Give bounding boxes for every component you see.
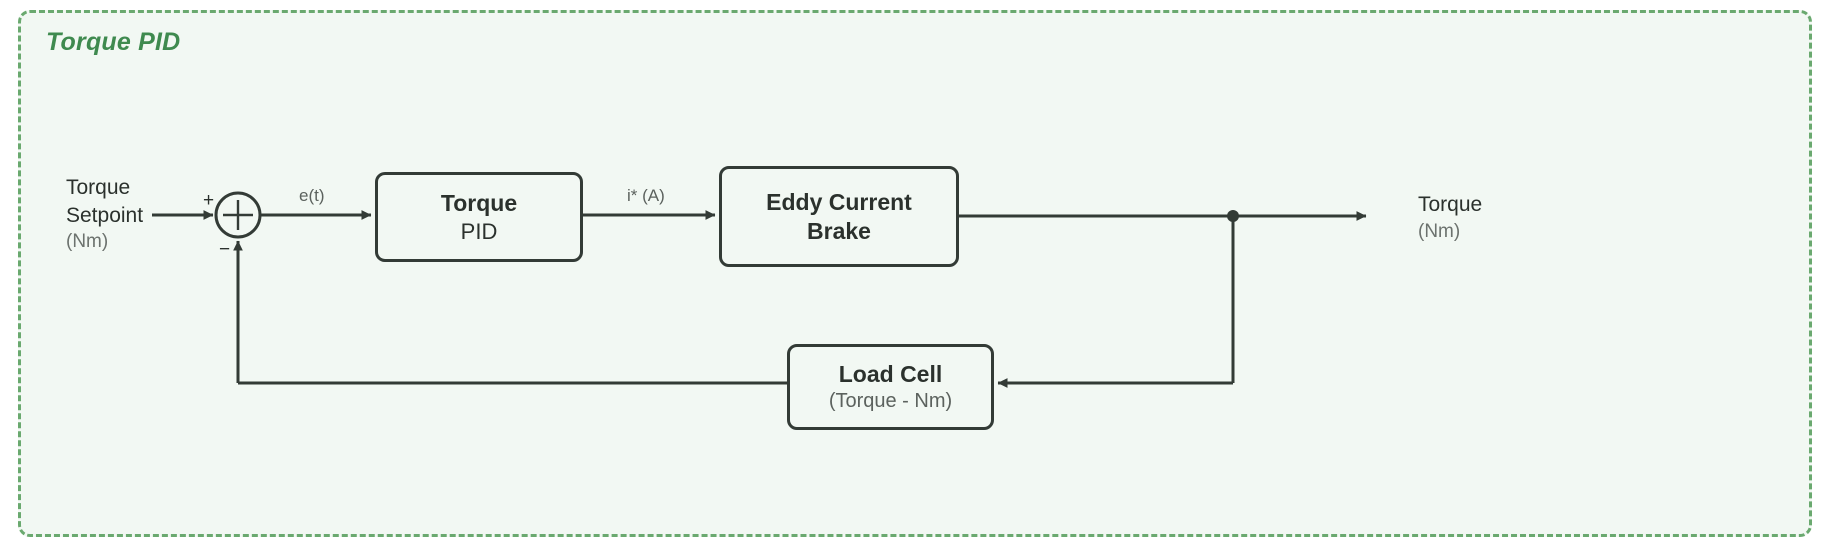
summing-junction-plus-sign: + xyxy=(203,190,215,211)
group-title: Torque PID xyxy=(46,28,181,56)
summing-junction-minus-sign: − xyxy=(219,239,231,260)
signal-label-current: i* (A) xyxy=(627,186,665,205)
output-torque-unit: (Nm) xyxy=(1418,220,1461,242)
output-torque-label: Torque (Nm) xyxy=(1418,191,1482,244)
block-eddy-current-brake[interactable]: Eddy Current Brake xyxy=(719,166,959,267)
input-setpoint-label: Torque Setpoint (Nm) xyxy=(66,174,143,255)
block-torque-pid-line1: Torque xyxy=(440,189,518,216)
torque-pid-group-frame xyxy=(18,10,1812,537)
block-eddy-current-brake-line2: Brake xyxy=(807,217,871,244)
block-eddy-current-brake-line1: Eddy Current xyxy=(766,188,912,215)
input-setpoint-line1: Torque xyxy=(66,176,131,199)
signal-label-error: e(t) xyxy=(299,186,325,205)
block-load-cell[interactable]: Load Cell (Torque - Nm) xyxy=(787,344,994,430)
input-setpoint-unit: (Nm) xyxy=(66,231,109,253)
block-load-cell-line1: Load Cell xyxy=(838,361,943,388)
output-torque-name: Torque xyxy=(1418,193,1483,216)
block-load-cell-line2: (Torque - Nm) xyxy=(828,389,953,412)
block-torque-pid[interactable]: Torque PID xyxy=(375,172,583,262)
input-setpoint-line2: Setpoint xyxy=(66,203,144,227)
block-torque-pid-line2: PID xyxy=(460,218,498,244)
